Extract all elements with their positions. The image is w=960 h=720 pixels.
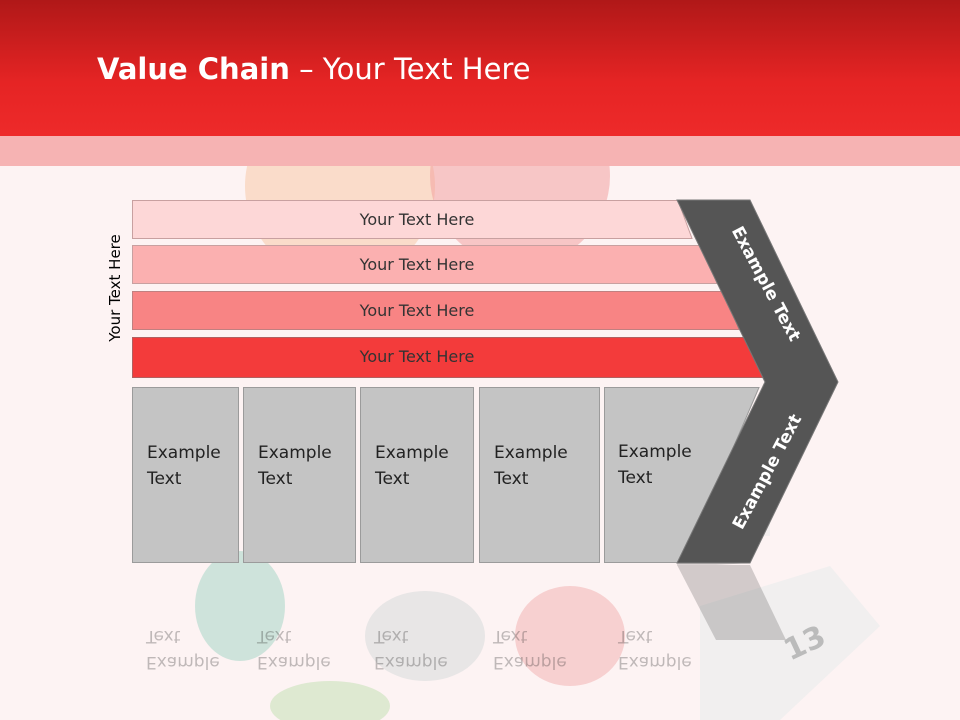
- column-5-label: Example Text: [618, 442, 692, 488]
- column-1: Example Text: [132, 387, 239, 563]
- column-4-reflection: Example Text: [493, 626, 567, 672]
- bar-2-label: Your Text Here: [359, 255, 475, 274]
- title-bold: Value Chain: [97, 52, 290, 86]
- column-2-reflection: Example Text: [257, 626, 331, 672]
- bar-3-shape: [132, 291, 740, 330]
- bar-1-shape: [132, 200, 693, 239]
- column-4-label: Example Text: [494, 443, 568, 489]
- column-4: Example Text: [479, 387, 600, 563]
- bar-1-label: Your Text Here: [359, 210, 475, 229]
- column-3-label: Example Text: [375, 443, 449, 489]
- slide-title: Value Chain – Your Text Here: [97, 52, 531, 86]
- header-band: [0, 136, 960, 166]
- bar-3-label: Your Text Here: [359, 301, 475, 320]
- title-rest: – Your Text Here: [289, 52, 531, 86]
- column-3: Example Text: [360, 387, 474, 563]
- chevron-reflection: [677, 565, 786, 640]
- column-2: Example Text: [243, 387, 356, 563]
- chevron-shape: [676, 199, 839, 565]
- column-1-reflection: Example Text: [146, 626, 220, 672]
- slide-header: Value Chain – Your Text Here: [0, 0, 960, 136]
- column-1-label: Example Text: [147, 443, 221, 489]
- column-3-reflection: Example Text: [374, 626, 448, 672]
- column-2-label: Example Text: [258, 443, 332, 489]
- bar-4-label: Your Text Here: [359, 347, 475, 366]
